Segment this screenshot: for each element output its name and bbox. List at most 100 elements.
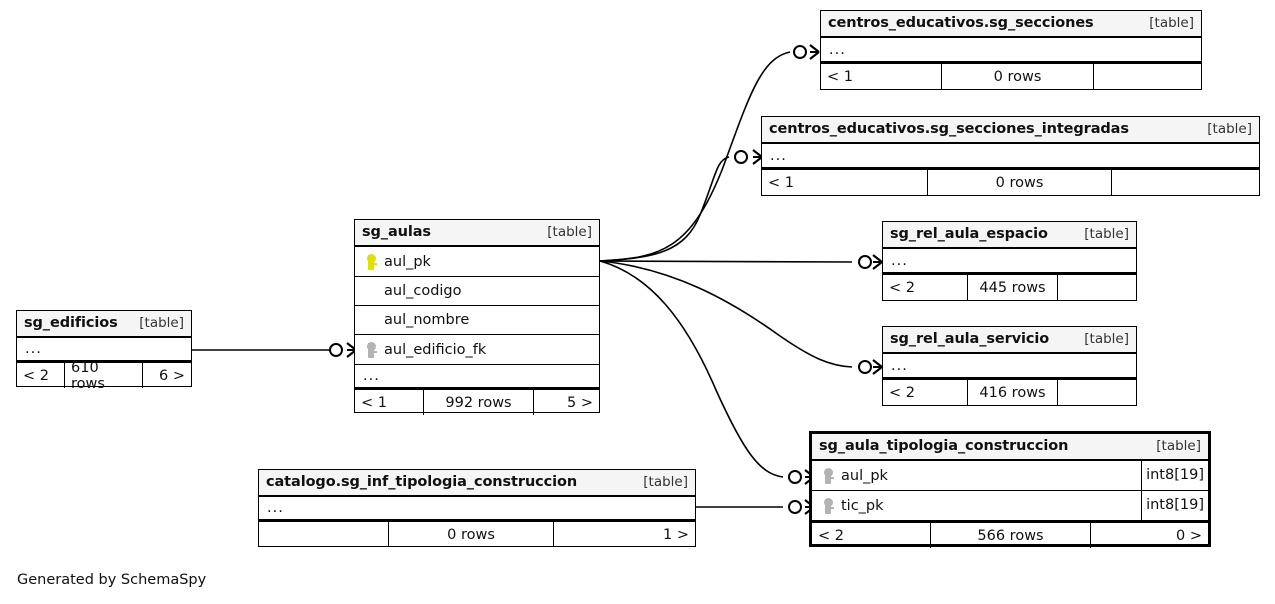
table-kind-label: [table] (1149, 15, 1194, 31)
edge-aulas-to-rel-aula-servicio (599, 260, 853, 368)
table-footer: < 1 992 rows 5 > (355, 388, 599, 415)
table-footer: < 2 566 rows 0 > (812, 521, 1208, 548)
table-row: ... (355, 365, 599, 388)
edge-optional-marker (734, 150, 748, 164)
table-row[interactable]: aul_pk int8[19] (812, 461, 1208, 491)
edge-aulas-to-secciones-integradas (599, 156, 730, 262)
foreign-key-icon (820, 467, 836, 485)
table-sg-rel-aula-servicio[interactable]: sg_rel_aula_servicio [table] ... < 2 416… (882, 326, 1137, 406)
column-ellipsis: ... (829, 41, 846, 58)
footer-parent-count: < 2 (889, 384, 915, 401)
table-title: centros_educativos.sg_secciones (828, 15, 1094, 31)
table-kind-label: [table] (139, 315, 184, 331)
table-title: sg_aulas (362, 224, 431, 240)
generated-by-credit: Generated by SchemaSpy (17, 572, 207, 588)
column-ellipsis: ... (891, 357, 908, 374)
table-catalogo-sg-inf-tipologia-construccion[interactable]: catalogo.sg_inf_tipologia_construccion [… (258, 469, 696, 547)
footer-row-count: 992 rows (423, 390, 533, 415)
footer-parent-count: < 2 (23, 367, 49, 384)
footer-row-count: 610 rows (64, 360, 142, 392)
table-header: sg_rel_aula_servicio [table] (883, 327, 1136, 354)
footer-parent-count: < 1 (827, 68, 853, 85)
table-kind-label: [table] (1084, 226, 1129, 242)
edge-optional-marker (788, 470, 802, 484)
table-row: ... (821, 38, 1201, 62)
table-sg-rel-aula-espacio[interactable]: sg_rel_aula_espacio [table] ... < 2 445 … (882, 221, 1137, 301)
footer-row-count: 445 rows (967, 275, 1057, 300)
edge-aulas-to-tipologia-aulpk (599, 260, 784, 478)
table-sg-secciones[interactable]: centros_educativos.sg_secciones [table] … (820, 10, 1202, 90)
column-ellipsis: ... (770, 147, 787, 164)
column-ellipsis: ... (891, 252, 908, 269)
table-kind-label: [table] (643, 474, 688, 490)
footer-child-count: 6 > (142, 363, 191, 388)
column-name: tic_pk (841, 497, 884, 514)
table-title: centros_educativos.sg_secciones_integrad… (769, 121, 1129, 137)
table-kind-label: [table] (1084, 331, 1129, 347)
table-header: sg_aulas [table] (355, 220, 599, 247)
table-sg-aulas[interactable]: sg_aulas [table] aul_pk aul_codigo aul_n… (354, 219, 600, 415)
table-sg-aula-tipologia-construccion[interactable]: sg_aula_tipologia_construccion [table] a… (809, 431, 1211, 548)
table-row: ... (883, 249, 1136, 273)
table-title: sg_aula_tipologia_construccion (819, 438, 1069, 454)
foreign-key-icon (820, 497, 836, 515)
edge-optional-marker (793, 45, 807, 59)
table-row: ... (883, 354, 1136, 378)
table-row[interactable]: aul_nombre (355, 306, 599, 335)
table-kind-label: [table] (1207, 121, 1252, 137)
footer-child-count: 1 > (553, 522, 695, 547)
column-name: aul_nombre (384, 312, 470, 328)
column-name: aul_pk (841, 467, 888, 484)
table-row: ... (259, 497, 695, 520)
table-sg-secciones-integradas[interactable]: centros_educativos.sg_secciones_integrad… (761, 116, 1260, 196)
table-footer: 0 rows 1 > (259, 520, 695, 547)
column-type: int8[19] (1141, 491, 1208, 520)
footer-parent-count: < 2 (818, 527, 844, 544)
table-sg-edificios[interactable]: sg_edificios [table] ... < 2 610 rows 6 … (16, 310, 192, 392)
table-row: ... (17, 338, 191, 361)
table-header: centros_educativos.sg_secciones_integrad… (762, 117, 1259, 144)
footer-row-count: 416 rows (967, 380, 1057, 405)
edge-optional-marker (329, 343, 343, 357)
footer-row-count: 0 rows (388, 522, 553, 547)
table-footer: < 1 0 rows (821, 62, 1201, 89)
table-title: sg_rel_aula_servicio (890, 331, 1050, 347)
footer-parent-count: < 1 (768, 174, 794, 191)
table-row: ... (762, 144, 1259, 168)
table-header: sg_edificios [table] (17, 311, 191, 338)
table-header: sg_aula_tipologia_construccion [table] (812, 434, 1208, 461)
table-footer: < 2 610 rows 6 > (17, 360, 191, 392)
edge-aulas-to-rel-aula-espacio (599, 260, 853, 263)
table-title: sg_rel_aula_espacio (890, 226, 1048, 242)
table-footer: < 2 445 rows (883, 273, 1136, 300)
table-row[interactable]: aul_edificio_fk (355, 335, 599, 365)
column-ellipsis: ... (363, 368, 380, 384)
table-header: centros_educativos.sg_secciones [table] (821, 11, 1201, 38)
table-footer: < 1 0 rows (762, 168, 1259, 195)
column-ellipsis: ... (25, 341, 42, 357)
footer-row-count: 566 rows (930, 523, 1090, 548)
table-title: catalogo.sg_inf_tipologia_construccion (266, 474, 578, 490)
table-header: catalogo.sg_inf_tipologia_construccion [… (259, 470, 695, 497)
footer-parent-count (259, 522, 388, 547)
column-name: aul_codigo (384, 283, 462, 299)
column-name: aul_edificio_fk (384, 341, 487, 358)
footer-parent-count: < 2 (889, 279, 915, 296)
table-header: sg_rel_aula_espacio [table] (883, 222, 1136, 249)
edge-optional-marker (858, 360, 872, 374)
table-row[interactable]: aul_codigo (355, 277, 599, 306)
footer-child-count: 0 > (1090, 523, 1208, 548)
footer-row-count: 0 rows (927, 170, 1111, 195)
footer-child-count (1093, 64, 1201, 89)
column-name: aul_pk (384, 253, 431, 270)
table-row[interactable]: aul_pk (355, 247, 599, 277)
footer-child-count (1057, 380, 1136, 405)
foreign-key-icon (363, 341, 379, 359)
edge-optional-marker (788, 500, 802, 514)
footer-child-count (1057, 275, 1136, 300)
footer-row-count: 0 rows (941, 64, 1093, 89)
table-row[interactable]: tic_pk int8[19] (812, 491, 1208, 521)
footer-child-count (1111, 170, 1259, 195)
